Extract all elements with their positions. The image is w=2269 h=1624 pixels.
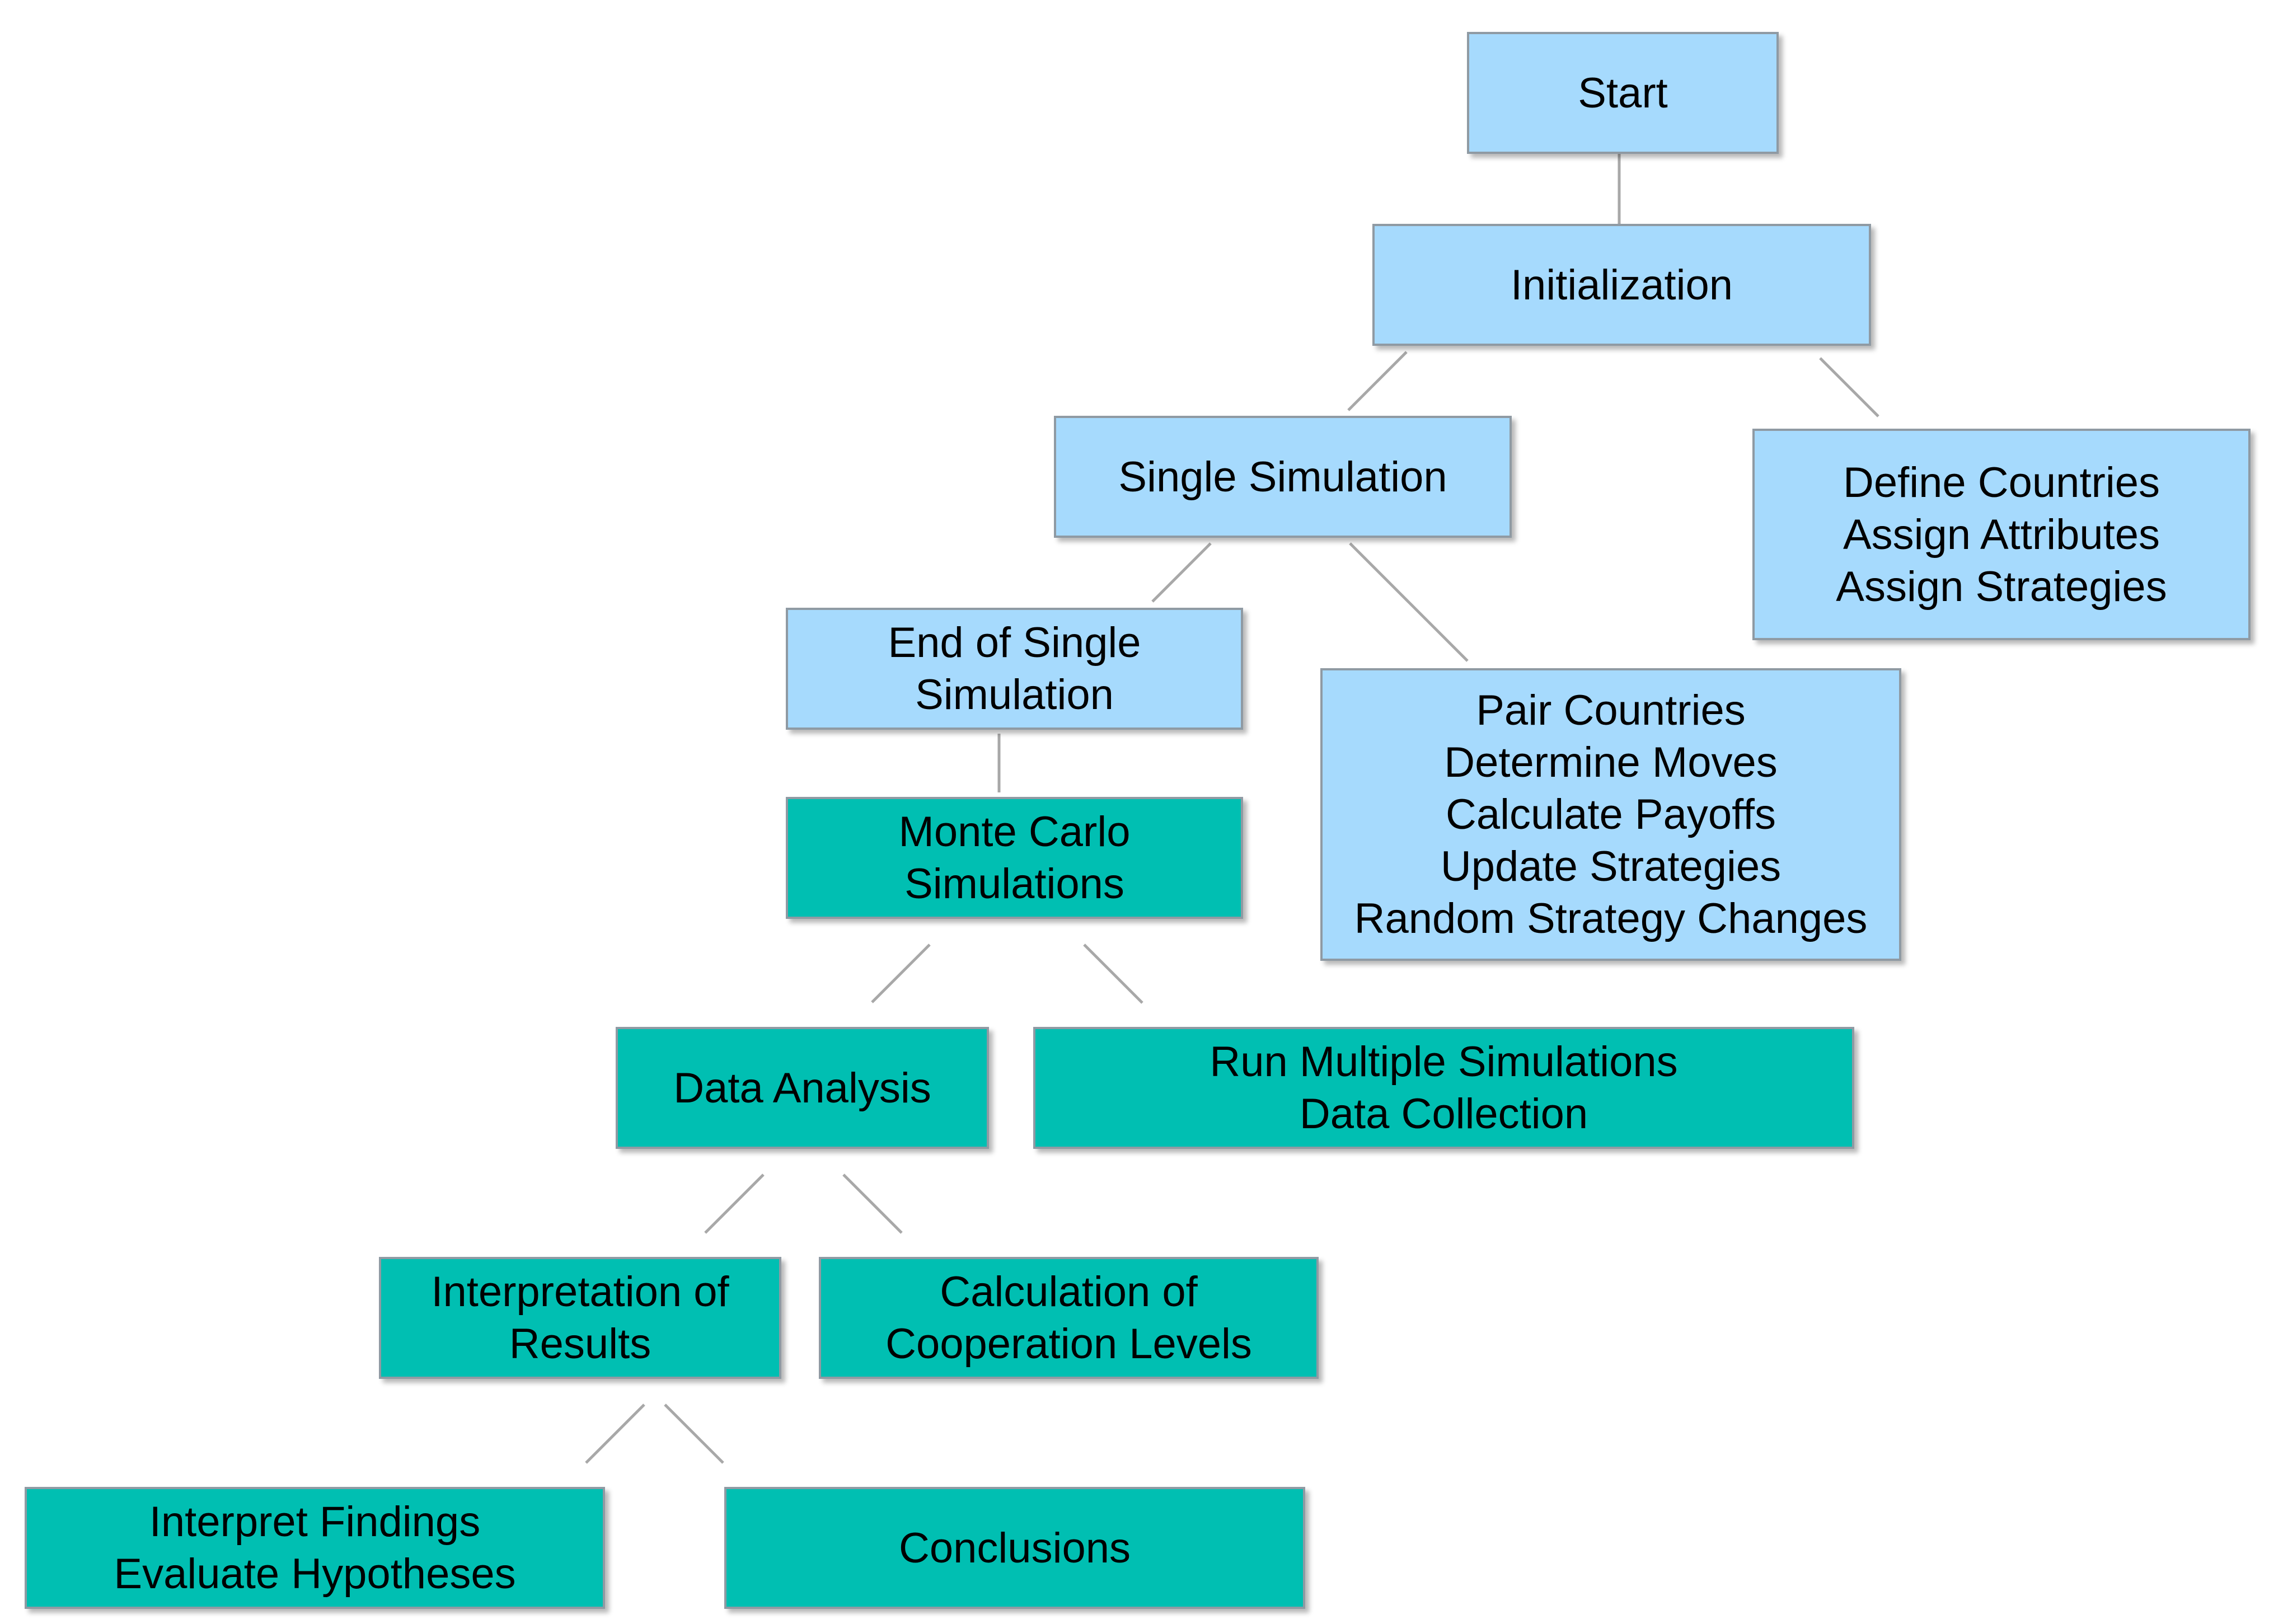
node-define-countries: Define Countries Assign Attributes Assig… [1752,429,2251,640]
node-conclusions-line-1: Conclusions [899,1524,1131,1572]
node-single-simulation: Single Simulation [1054,416,1512,538]
node-interpret-findings-line-1: Interpret Findings [149,1498,481,1546]
node-monte-carlo-line-1: Monte Carlo [898,808,1131,856]
node-single-simulation-line-1: Single Simulation [1118,453,1447,501]
node-run-multiple-simulations: Run Multiple Simulations Data Collection [1033,1027,1854,1149]
node-monte-carlo-simulations: Monte Carlo Simulations [786,797,1243,919]
node-pair-countries-line-3: Calculate Payoffs [1445,791,1776,838]
node-define-countries-line-3: Assign Strategies [1836,562,2167,611]
node-initialization: Initialization [1372,224,1871,346]
connector-initialization-single-simulation [1347,351,1408,411]
node-data-analysis: Data Analysis [616,1027,989,1149]
node-pair-countries-line-1: Pair Countries [1476,687,1746,734]
node-monte-carlo-line-2: Simulations [904,860,1124,908]
node-define-countries-line-1: Define Countries [1843,458,2160,506]
node-initialization-line-1: Initialization [1510,261,1733,309]
node-end-of-single-simulation: End of Single Simulation [786,608,1243,730]
connector-single-simulation-pair-countries [1349,542,1469,662]
connector-data-analysis-calculation [842,1174,903,1234]
node-calculation-line-2: Cooperation Levels [885,1320,1252,1368]
node-calculation-of-cooperation-levels: Calculation of Cooperation Levels [819,1257,1319,1379]
node-start: Start [1467,32,1779,154]
node-run-multiple-line-2: Data Collection [1299,1090,1588,1138]
node-define-countries-line-2: Assign Attributes [1843,510,2160,558]
connector-monte-carlo-data-analysis [871,944,931,1003]
node-run-multiple-line-1: Run Multiple Simulations [1209,1038,1678,1086]
node-pair-countries-line-4: Update Strategies [1440,843,1782,890]
node-end-of-single-simulation-line-2: Simulation [915,671,1114,719]
node-interpretation-of-results: Interpretation of Results [379,1257,781,1379]
connector-single-simulation-end-of-single [1151,542,1212,603]
connector-monte-carlo-run-multiple [1083,944,1143,1004]
node-pair-countries: Pair Countries Determine Moves Calculate… [1320,668,1901,961]
node-conclusions: Conclusions [724,1487,1305,1609]
node-interpret-findings-line-2: Evaluate Hypotheses [114,1550,516,1598]
node-start-line-1: Start [1578,69,1668,117]
node-interpret-findings: Interpret Findings Evaluate Hypotheses [25,1487,605,1609]
connector-interpretation-conclusions [664,1404,724,1464]
node-data-analysis-line-1: Data Analysis [673,1064,931,1112]
node-pair-countries-line-2: Determine Moves [1444,739,1778,786]
connector-data-analysis-interpretation [704,1174,765,1234]
node-interpretation-line-1: Interpretation of [431,1268,729,1316]
node-end-of-single-simulation-line-1: End of Single [888,619,1141,667]
node-pair-countries-line-5: Random Strategy Changes [1354,895,1868,942]
node-interpretation-line-2: Results [509,1320,651,1368]
connector-initialization-define-countries [1819,357,1879,417]
node-calculation-line-1: Calculation of [940,1268,1198,1316]
connector-interpretation-interpret-findings [585,1404,645,1464]
